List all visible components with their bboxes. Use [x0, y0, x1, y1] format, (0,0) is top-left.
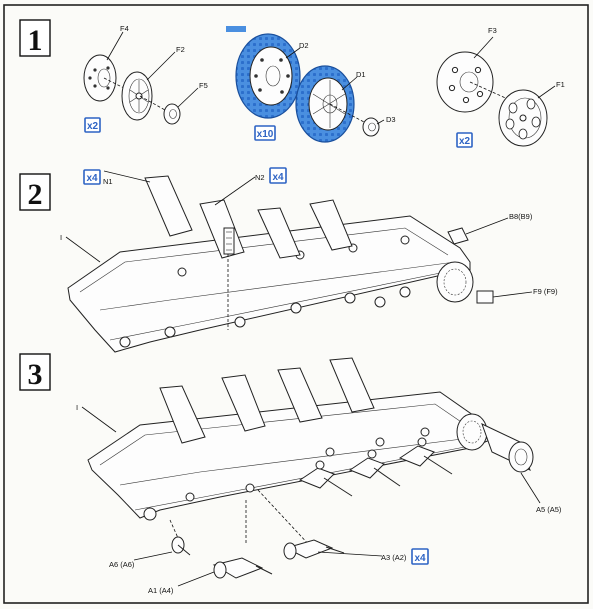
part-a5 [481, 423, 534, 473]
part-a3 [283, 539, 345, 560]
label-b8: B8(B9) [509, 212, 533, 221]
step-1: 1 F4 F2 F5 [19, 19, 565, 148]
page-frame [3, 4, 589, 604]
part-d3 [362, 117, 380, 137]
label-a1: A1 (A4) [148, 586, 174, 595]
label-f4: F4 [120, 24, 129, 33]
part-a1 [212, 557, 273, 579]
mudguards-3 [159, 357, 375, 444]
label-f3: F3 [488, 26, 497, 35]
badge-n2-text: x4 [272, 172, 284, 183]
label-a5: A5 (A5) [536, 505, 562, 514]
part-f4 [83, 54, 117, 102]
mudguards-2 [144, 175, 353, 330]
badge-n1: x4 [83, 169, 101, 185]
label-f9: F9 (F9) [533, 287, 558, 296]
label-hull-2: I [60, 233, 62, 242]
part-f5 [163, 103, 181, 125]
badge-left-text: x2 [87, 121, 99, 132]
reference-tag [226, 26, 246, 32]
part-f2 [121, 71, 153, 121]
badge-a3: x4 [411, 548, 429, 565]
label-hull-3: I [76, 403, 78, 412]
step-3-number: 3 [28, 358, 43, 391]
label-f1: F1 [556, 80, 565, 89]
step-3-box [19, 353, 51, 391]
bogie-arms [245, 437, 453, 549]
label-a3: A3 (A2) [381, 553, 407, 562]
part-f3 [436, 51, 494, 113]
part-b8 [447, 227, 469, 245]
step-2-box [19, 173, 51, 211]
badge-middle-text: x10 [257, 129, 274, 140]
badge-n1-text: x4 [86, 173, 98, 184]
badge-a3-text: x4 [414, 553, 426, 564]
label-f5: F5 [199, 81, 208, 90]
part-f9 [476, 290, 494, 304]
step-3: 3 [19, 353, 562, 595]
badge-right: x2 [456, 132, 473, 148]
label-f2: F2 [176, 45, 185, 54]
step-1-number: 1 [28, 24, 43, 57]
label-n1: N1 [103, 177, 113, 186]
label-d1: D1 [356, 70, 366, 79]
part-f1 [498, 89, 548, 147]
badge-left: x2 [84, 117, 101, 133]
part-d1 [295, 65, 355, 143]
step-2: 2 [19, 167, 558, 353]
step-1-box [19, 19, 51, 57]
badge-n2: x4 [269, 167, 287, 184]
step-2-number: 2 [28, 178, 43, 211]
part-a6 [169, 519, 191, 556]
label-n2: N2 [255, 173, 265, 182]
badge-right-text: x2 [459, 136, 471, 147]
hull-side-2 [67, 215, 474, 353]
badge-middle: x10 [254, 125, 276, 141]
part-d2 [235, 33, 301, 119]
label-d2: D2 [299, 41, 309, 50]
label-a6: A6 (A6) [109, 560, 135, 569]
label-d3: D3 [386, 115, 396, 124]
